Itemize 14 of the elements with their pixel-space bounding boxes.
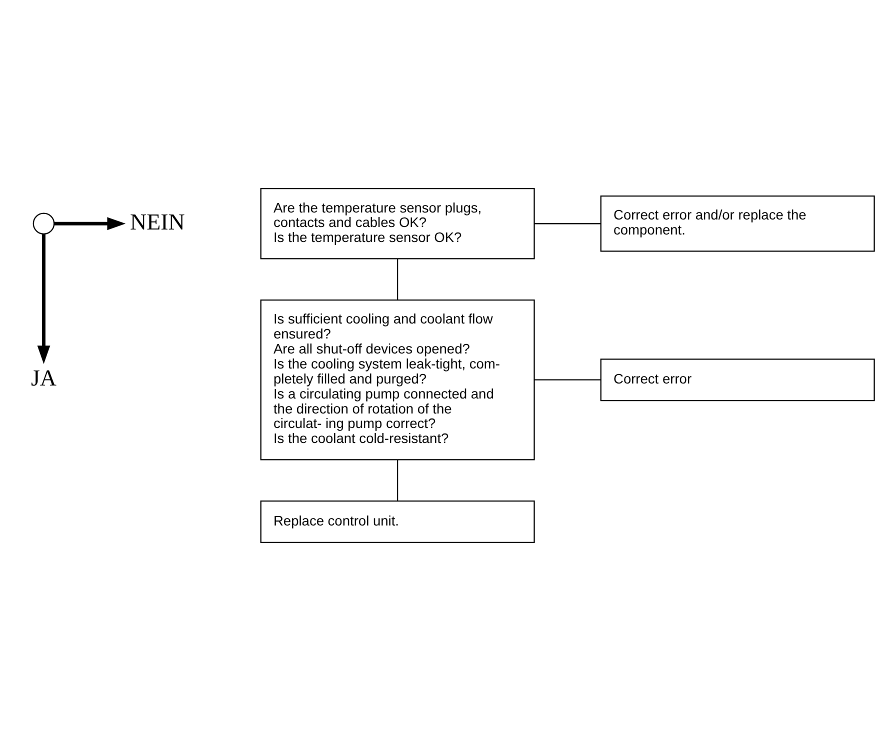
connector: [534, 379, 601, 380]
connector: [396, 258, 398, 300]
node-text: JA: [30, 366, 57, 391]
node-box: Correct error and/or replace the component.: [600, 195, 875, 252]
arrow: [37, 234, 50, 364]
node-text: NEIN: [130, 209, 185, 234]
node-box: Correct error: [600, 358, 875, 402]
node-circle: [32, 212, 55, 235]
connector: [396, 460, 398, 501]
connector: [534, 223, 601, 224]
node-box: Replace control unit.: [260, 500, 535, 543]
arrow: [54, 217, 126, 230]
node-box: Is sufficient cooling and coolant flow ensured? Are all shut-off devices opened? Is the cooling system leak-tight, com- pletely filled and purged? Is a circulating pump connected and the direction of rotation of the circulat- ing pump correct? Is the coolant cold-resistant?: [260, 299, 535, 460]
node-box: Are the temperature sensor plugs, contacts and cables OK? Is the temperature sensor OK?: [260, 188, 535, 260]
